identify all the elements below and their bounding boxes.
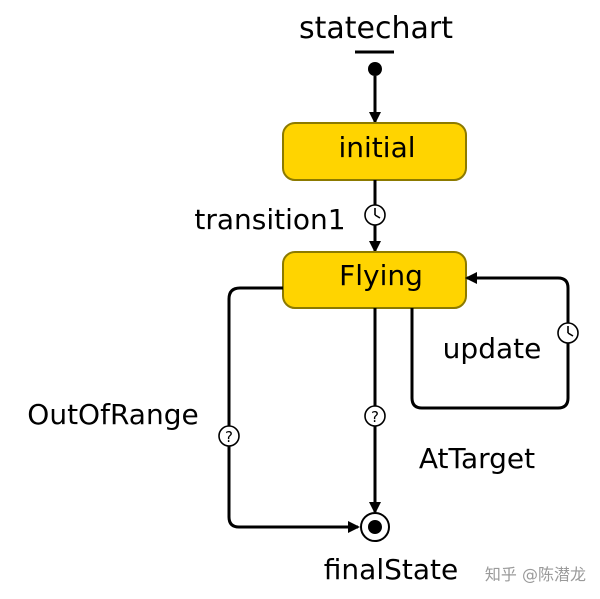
state-initial-label: initial	[339, 131, 416, 164]
entry-point	[368, 62, 382, 76]
update-transition-line[interactable]	[410, 272, 570, 410]
state-flying-label: Flying	[339, 259, 423, 292]
at-target-label: AtTarget	[419, 442, 535, 475]
out-of-range-transition-line[interactable]	[227, 286, 360, 533]
clock-icon	[557, 322, 579, 344]
final-state-label: finalState	[324, 553, 458, 586]
statechart-title: statechart	[299, 11, 453, 46]
question-mark-icon: ?	[364, 405, 386, 427]
svg-text:?: ?	[225, 428, 233, 446]
question-mark-icon: ?	[218, 425, 240, 447]
transition1-label: transition1	[194, 203, 345, 236]
final-state[interactable]	[360, 512, 390, 542]
out-of-range-label: OutOfRange	[27, 398, 198, 431]
clock-icon	[364, 204, 386, 226]
update-label: update	[443, 332, 542, 365]
svg-text:?: ?	[371, 408, 379, 426]
watermark: 知乎 @陈潜龙	[485, 565, 586, 584]
